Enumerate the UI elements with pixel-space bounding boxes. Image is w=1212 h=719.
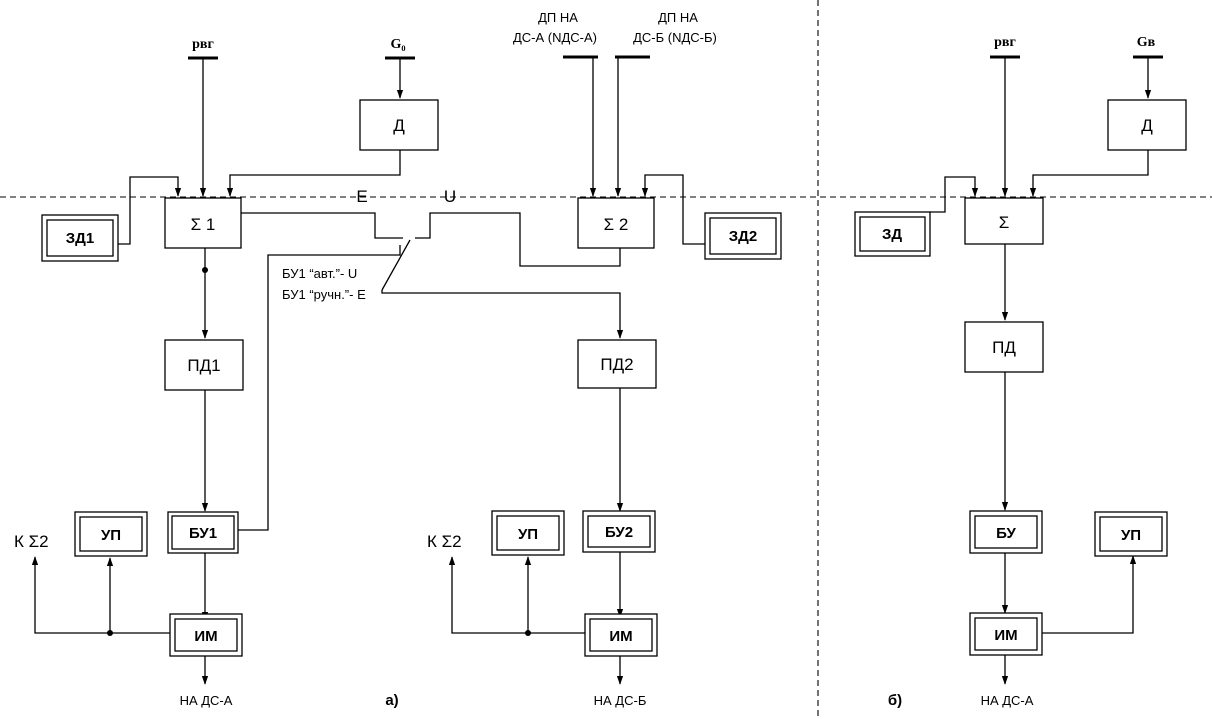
block-bu2: БУ2 bbox=[582, 510, 656, 553]
svg-text:БУ: БУ bbox=[996, 525, 1016, 542]
svg-text:ЗД1: ЗД1 bbox=[66, 230, 94, 247]
junction-dot-im1 bbox=[107, 630, 113, 636]
block-up2: УП bbox=[491, 510, 565, 556]
block-zd-b: ЗД bbox=[854, 211, 931, 257]
line-sum2-u-signal bbox=[415, 212, 621, 267]
caption-a: а) bbox=[385, 692, 398, 709]
svg-text:Σ 1: Σ 1 bbox=[191, 215, 216, 234]
block-sum2: Σ 2 bbox=[577, 197, 655, 249]
switch-contact bbox=[381, 239, 411, 291]
svg-text:ЗД2: ЗД2 bbox=[729, 228, 757, 245]
dp-b-label-line2: ДС-Б (NДС-Б) bbox=[633, 30, 717, 45]
block-d-b: Д bbox=[1107, 99, 1187, 151]
block-zd2: ЗД2 bbox=[704, 212, 782, 260]
svg-text:БУ2: БУ2 bbox=[605, 524, 633, 541]
switch-mode-auto: БУ1 “авт.”- U bbox=[282, 266, 357, 281]
block-sum-b: Σ bbox=[964, 197, 1044, 245]
svg-text:ИМ: ИМ bbox=[994, 627, 1017, 644]
svg-text:УП: УП bbox=[518, 526, 538, 543]
line-bu1-to-switch bbox=[238, 245, 401, 531]
svg-text:ПД: ПД bbox=[992, 338, 1016, 357]
line-zd-to-sum-b bbox=[930, 176, 979, 213]
block-im2: ИМ bbox=[584, 613, 658, 657]
line-zd2-to-sum2 bbox=[641, 174, 705, 245]
input-label-g-b: Gв bbox=[1137, 35, 1156, 50]
dp-b-label-line1: ДП НА bbox=[658, 10, 698, 25]
block-bu-b: БУ bbox=[969, 510, 1043, 554]
svg-text:Д: Д bbox=[393, 116, 405, 135]
svg-text:Д: Д bbox=[1141, 116, 1153, 135]
block-pd1: ПД1 bbox=[164, 339, 244, 391]
output-label-k-sum2-left: К Σ2 bbox=[14, 532, 49, 551]
input-label-p-b: рвг bbox=[994, 35, 1016, 50]
svg-text:ИМ: ИМ bbox=[194, 628, 217, 645]
line-im-to-up-b bbox=[1042, 555, 1137, 634]
block-zd1: ЗД1 bbox=[41, 214, 119, 262]
switch-label-e: Е bbox=[356, 187, 367, 206]
svg-text:Σ: Σ bbox=[999, 213, 1010, 232]
junction-dot-im2 bbox=[525, 630, 531, 636]
junction-dot-sum1 bbox=[202, 267, 208, 273]
output-label-na-ds-a-b: НА ДС-А bbox=[981, 693, 1034, 708]
dp-a-label-line2: ДС-А (NДС-А) bbox=[513, 30, 597, 45]
line-switch-to-pd2 bbox=[381, 290, 624, 339]
svg-text:ЗД: ЗД bbox=[882, 226, 902, 243]
switch-mode-manual: БУ1 “ручн.”- Е bbox=[282, 287, 366, 302]
output-label-na-ds-b: НА ДС-Б bbox=[594, 693, 647, 708]
dp-a-label-line1: ДП НА bbox=[538, 10, 578, 25]
switch-label-u: U bbox=[444, 187, 456, 206]
block-up1: УП bbox=[74, 511, 148, 557]
block-pd2: ПД2 bbox=[577, 339, 657, 389]
svg-text:УП: УП bbox=[1121, 527, 1141, 544]
caption-b: б) bbox=[888, 692, 902, 709]
block-im-b: ИМ bbox=[969, 612, 1043, 656]
line-im1-feedback bbox=[31, 556, 170, 634]
block-pd-b: ПД bbox=[964, 321, 1044, 373]
block-im1: ИМ bbox=[169, 613, 243, 657]
block-bu1: БУ1 bbox=[167, 511, 239, 554]
svg-text:Σ 2: Σ 2 bbox=[604, 215, 629, 234]
block-up-b: УП bbox=[1094, 511, 1168, 557]
svg-text:ПД1: ПД1 bbox=[187, 356, 220, 375]
line-zd1-to-sum1 bbox=[118, 176, 182, 245]
line-im2-feedback bbox=[448, 556, 585, 634]
line-d-to-sum1 bbox=[226, 150, 401, 197]
block-d-a: Д bbox=[359, 99, 439, 151]
block-sum1: Σ 1 bbox=[164, 197, 242, 249]
output-label-na-ds-a: НА ДС-А bbox=[180, 693, 233, 708]
line-sum1-e-signal bbox=[239, 212, 403, 239]
svg-text:УП: УП bbox=[101, 527, 121, 544]
line-d-to-sum-b bbox=[1029, 150, 1149, 197]
svg-text:ИМ: ИМ bbox=[609, 628, 632, 645]
input-label-p-a: рвг bbox=[192, 37, 214, 52]
input-label-g-a: G₀ bbox=[390, 37, 405, 52]
output-label-k-sum2-mid: К Σ2 bbox=[427, 532, 462, 551]
svg-text:ПД2: ПД2 bbox=[600, 355, 633, 374]
svg-text:БУ1: БУ1 bbox=[189, 525, 217, 542]
